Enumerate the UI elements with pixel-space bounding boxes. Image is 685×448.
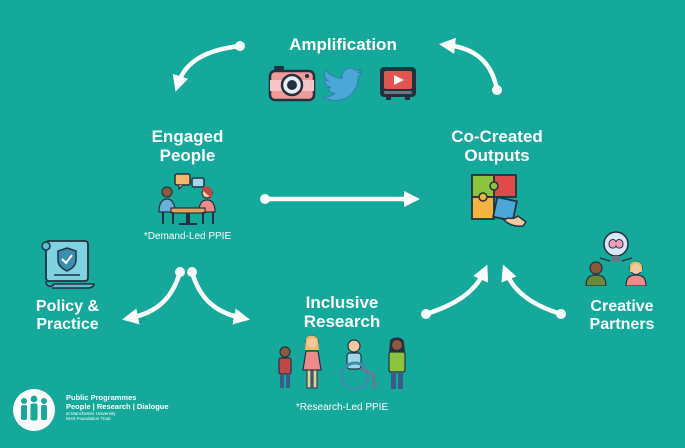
arrow-engaged-to-inclusive	[187, 267, 250, 325]
arrow-engaged-to-policy	[122, 267, 185, 325]
label-creative-partners: Creative Partners	[589, 298, 655, 333]
logo-line-1: Public Programmes	[66, 393, 137, 402]
label-amplification: Amplification	[289, 35, 397, 54]
logo-line-3: at Manchester University	[66, 411, 116, 416]
label-co-created-outputs: Co-Created Outputs	[451, 127, 543, 165]
arrow-creative-to-cocreated	[501, 264, 566, 319]
video-player-icon	[380, 67, 416, 100]
diverse-people-icon	[278, 335, 406, 391]
public-programmes-logo-icon	[13, 389, 55, 431]
logo-text: Public Programmes People | Research | Di…	[66, 393, 169, 422]
twitter-bird-icon	[322, 67, 363, 101]
arrow-amplification-to-engaged	[172, 41, 245, 92]
arrow-cocreated-to-amplification	[438, 37, 502, 95]
puzzle-hand-icon	[471, 174, 528, 227]
note-research-led: *Research-Led PPIE	[295, 402, 389, 413]
meeting-people-icon	[158, 173, 216, 225]
arrow-inclusive-to-cocreated	[421, 264, 489, 319]
brain-idea-people-icon	[585, 231, 647, 286]
arrow-engaged-to-cocreated	[260, 190, 421, 208]
logo-line-2: People | Research | Dialogue	[66, 402, 169, 411]
policy-document-icon	[41, 240, 95, 289]
label-policy-practice: Policy & Practice	[35, 298, 100, 333]
label-inclusive-research: Inclusive Research	[303, 293, 381, 331]
camera-icon	[268, 66, 316, 102]
label-engaged-people: Engaged People	[151, 127, 224, 165]
logo-line-4: NHS Foundation Trust	[66, 416, 111, 422]
note-demand-led: *Demand-Led PPIE	[143, 231, 232, 242]
